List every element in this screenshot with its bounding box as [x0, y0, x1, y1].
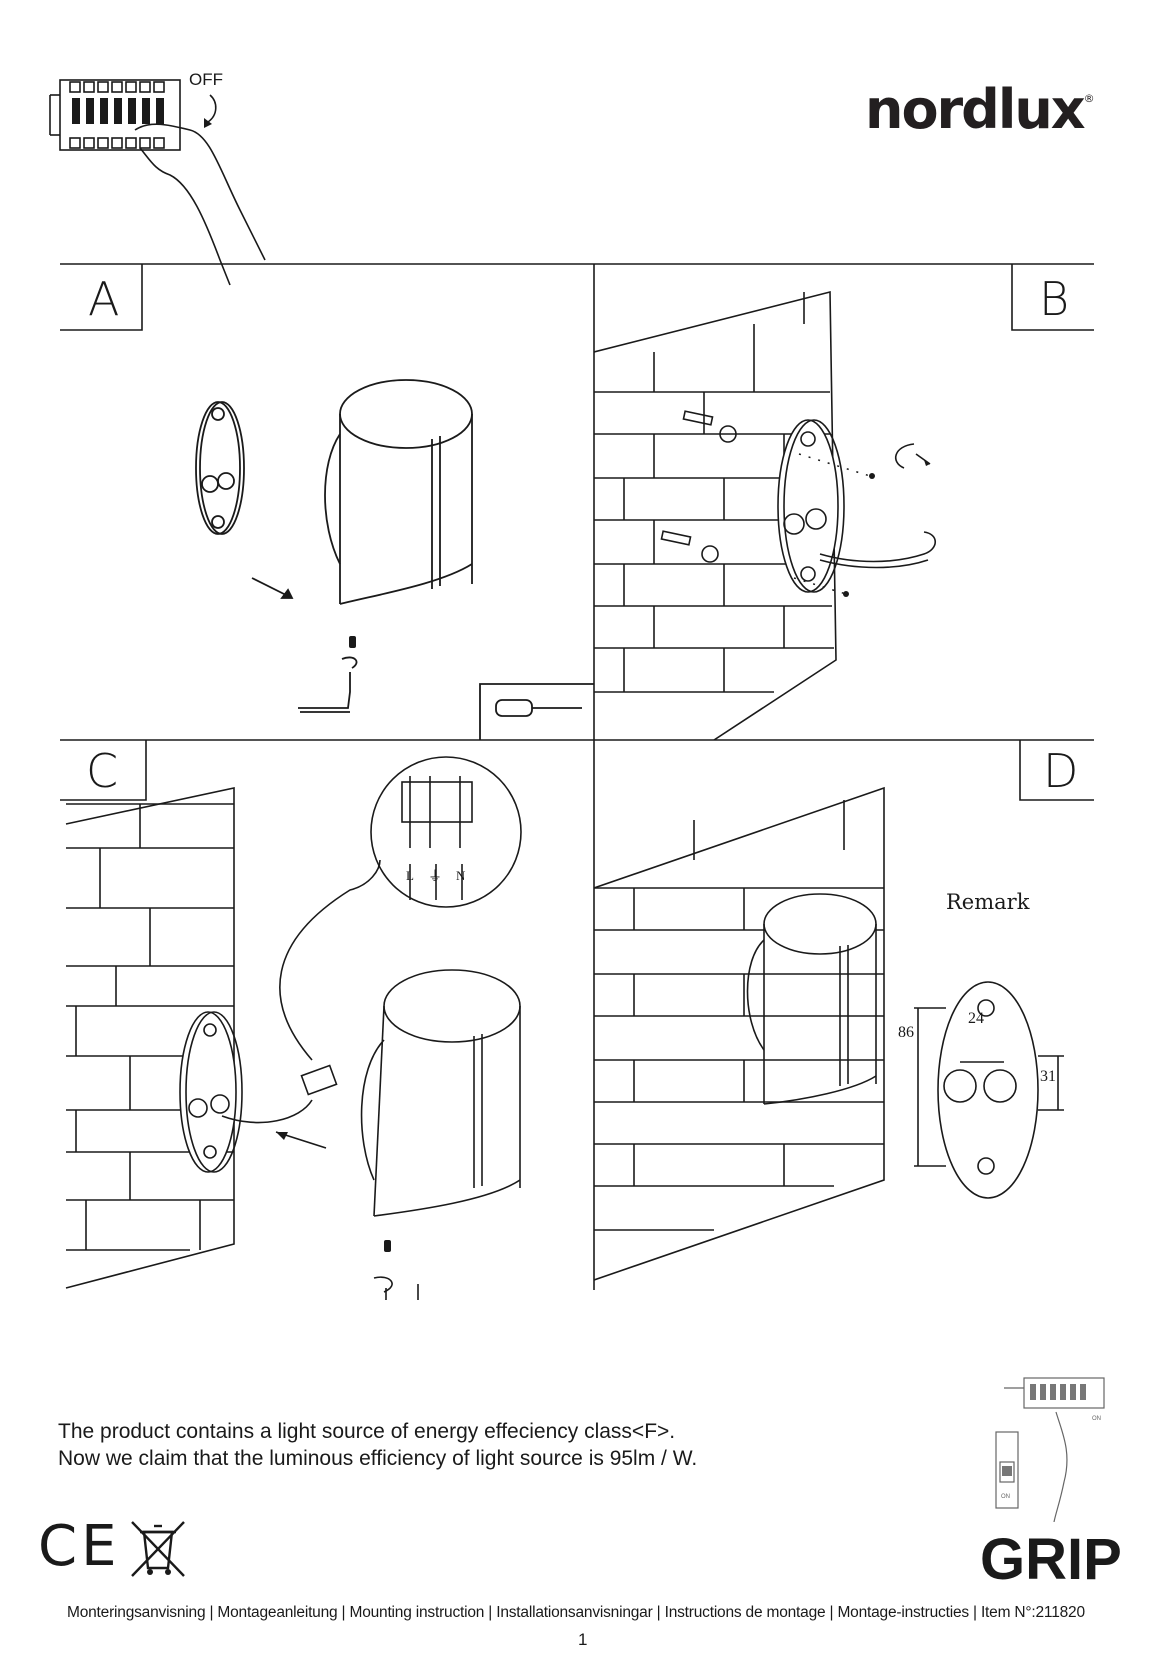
power-off-illustration — [49, 79, 266, 286]
dimension-offset: 31 — [1040, 1068, 1056, 1085]
dimension-height: 86 — [898, 1024, 914, 1041]
brand-logo: nordlux® — [865, 78, 1095, 141]
on-label-breaker: ON — [1092, 1416, 1101, 1422]
wire-live-label: L — [406, 868, 414, 883]
energy-note-line-2: Now we claim that the luminous efficienc… — [58, 1447, 698, 1470]
panel-label-a: A — [88, 272, 120, 326]
panel-label-b: B — [1039, 272, 1070, 326]
dimension-spacing: 24 — [968, 1010, 984, 1027]
panel-b-illustration — [594, 290, 937, 740]
panel-label-c: C — [86, 744, 119, 798]
energy-note-line-1: The product contains a light source of e… — [58, 1420, 676, 1443]
off-label: OFF — [189, 70, 223, 89]
panel-label-d: D — [1043, 744, 1079, 798]
panel-a-illustration — [195, 379, 594, 740]
on-label-switch: ON — [1001, 1494, 1010, 1500]
panel-d-illustration — [594, 786, 1064, 1281]
product-name: GRIP — [980, 1527, 1122, 1592]
panel-c-illustration — [65, 756, 522, 1300]
wire-neutral-label: N — [456, 868, 466, 883]
power-on-illustration — [995, 1377, 1105, 1522]
page-number: 1 — [578, 1630, 588, 1649]
ce-mark: CE — [38, 1514, 121, 1579]
ground-symbol-icon: ⏚ — [428, 868, 442, 884]
crossed-out-wheelie-bin-icon — [131, 1521, 185, 1577]
energy-note: The product contains a light source of e… — [58, 1418, 697, 1472]
footer-languages: Monteringsanvisning | Montageanleitung |… — [67, 1604, 1085, 1621]
brand-name: nordlux — [865, 78, 1086, 141]
registered-mark: ® — [1083, 92, 1095, 105]
remark-title: Remark — [946, 890, 1030, 914]
